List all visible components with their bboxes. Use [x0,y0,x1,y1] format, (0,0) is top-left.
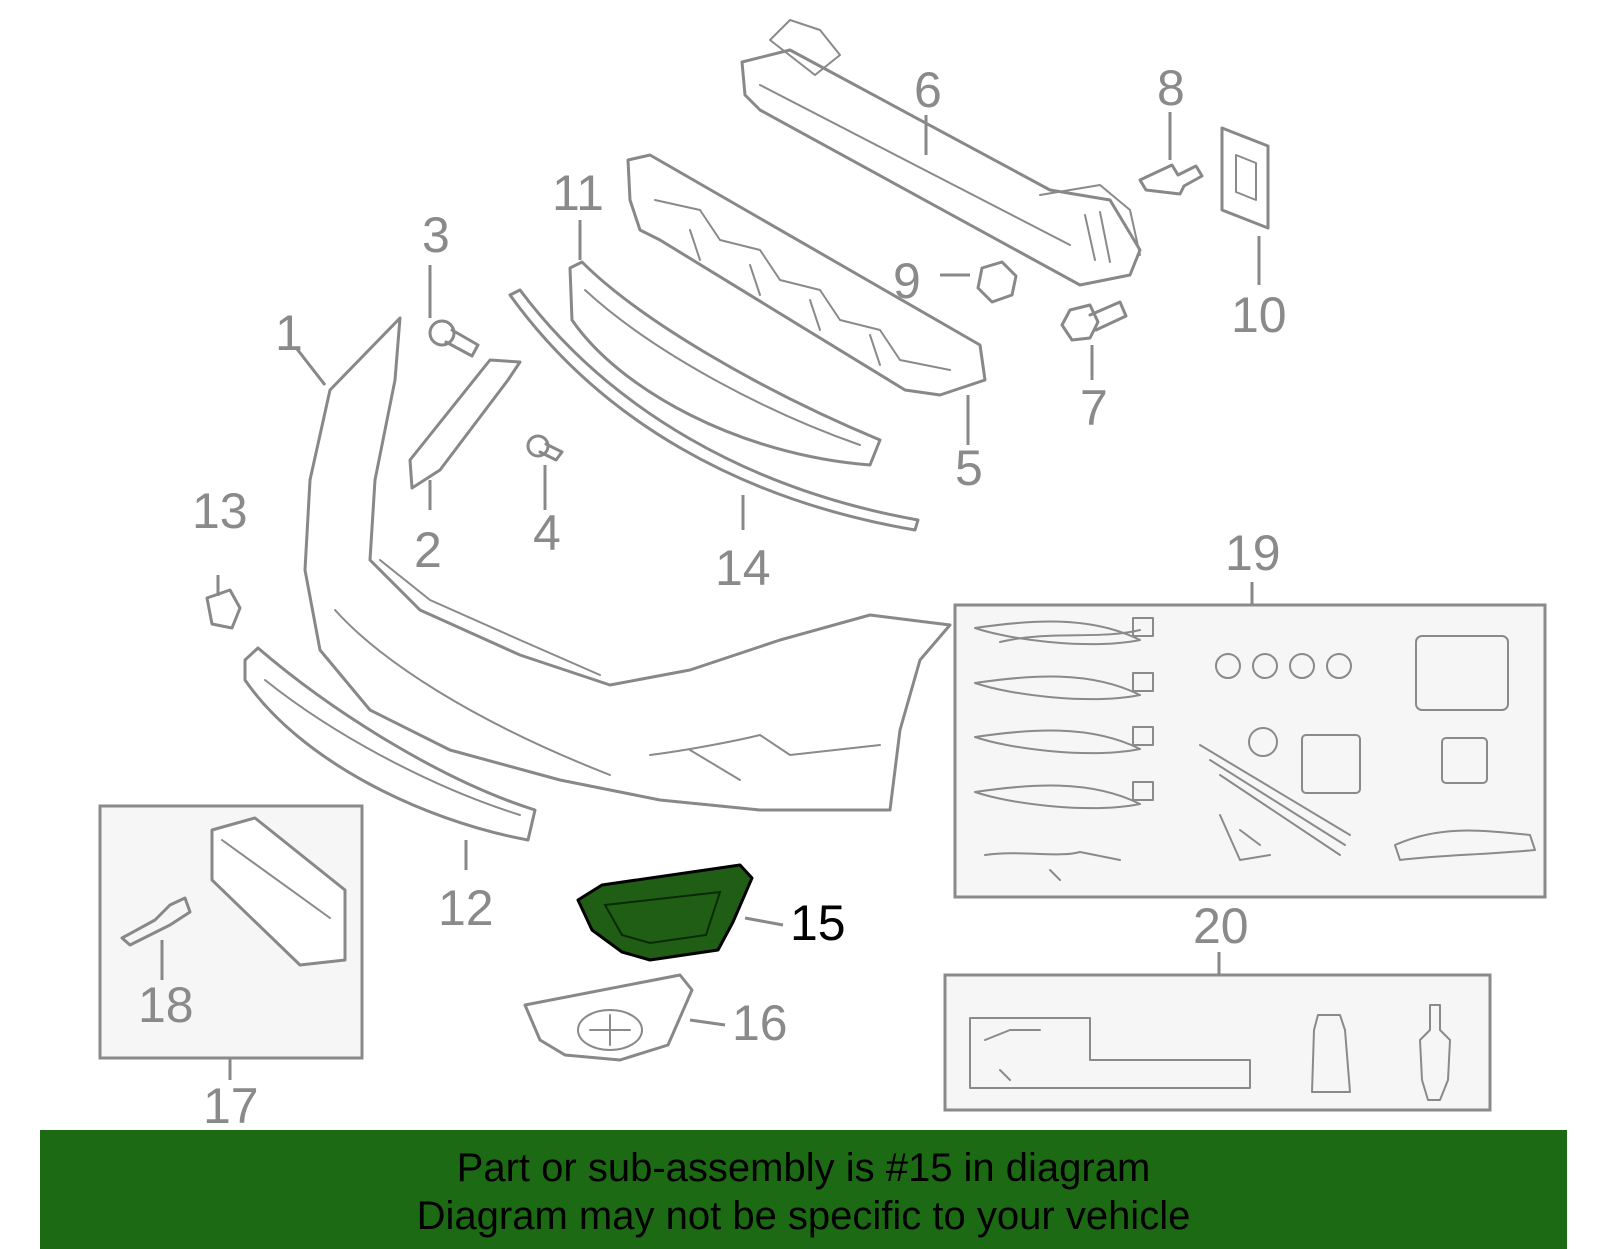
part-17-license-bracket [210,816,347,967]
part-8-stud[interactable] [1138,163,1204,196]
banner-line-2: Diagram may not be specific to your vehi… [416,1194,1191,1238]
callout-17: 17 [203,1078,259,1134]
part-7-bolt[interactable] [1060,300,1128,342]
part-10-plate[interactable] [1220,126,1270,230]
callout-20: 20 [1193,898,1249,954]
part-11-upper-grille[interactable] [568,260,882,467]
kit-box-19 [953,603,1547,899]
part-9-nut[interactable] [976,260,1018,304]
callout-15: 15 [790,895,846,951]
callout-9: 9 [893,253,921,309]
part-3-screw[interactable] [428,319,480,358]
callout-5: 5 [955,440,983,496]
kit-box-17 [98,804,364,1060]
part-14-molding-strip[interactable] [508,288,920,532]
callout-18: 18 [138,977,194,1033]
callout-6: 6 [914,62,942,118]
part-2-bracket[interactable] [408,358,522,490]
callout-2: 2 [414,522,442,578]
info-banner: Part or sub-assembly is #15 in diagram D… [40,1130,1567,1249]
part-4-clip[interactable] [526,434,564,462]
leader-lines [160,112,1261,1080]
kit-box-20 [943,973,1492,1112]
part-16-fog-lamp[interactable] [523,973,694,1062]
part-1-bumper-cover[interactable] [303,316,952,812]
callout-14: 14 [715,540,771,596]
callout-3: 3 [422,207,450,263]
part-12-lower-grille[interactable] [243,646,537,842]
part-11-energy-absorber[interactable] [626,153,987,397]
part-18-pin [120,896,192,947]
part-13-clip[interactable] [205,588,242,630]
callout-labels: 1 2 3 4 5 6 7 8 9 10 11 12 13 14 15 16 1… [138,60,1287,1134]
callout-12: 12 [438,880,494,936]
part-15-highlighted-bezel[interactable] [576,863,754,962]
callout-7: 7 [1080,380,1108,436]
callout-11: 11 [552,165,604,221]
part-6-reinforcement-bar[interactable] [740,19,1142,287]
callout-1: 1 [275,305,303,361]
banner-line-1: Part or sub-assembly is #15 in diagram [456,1146,1151,1190]
callout-19: 19 [1225,525,1281,581]
callout-10: 10 [1231,287,1287,343]
callout-8: 8 [1157,60,1185,116]
callout-16: 16 [732,995,788,1051]
callout-4: 4 [533,505,561,561]
callout-13: 13 [192,483,248,539]
